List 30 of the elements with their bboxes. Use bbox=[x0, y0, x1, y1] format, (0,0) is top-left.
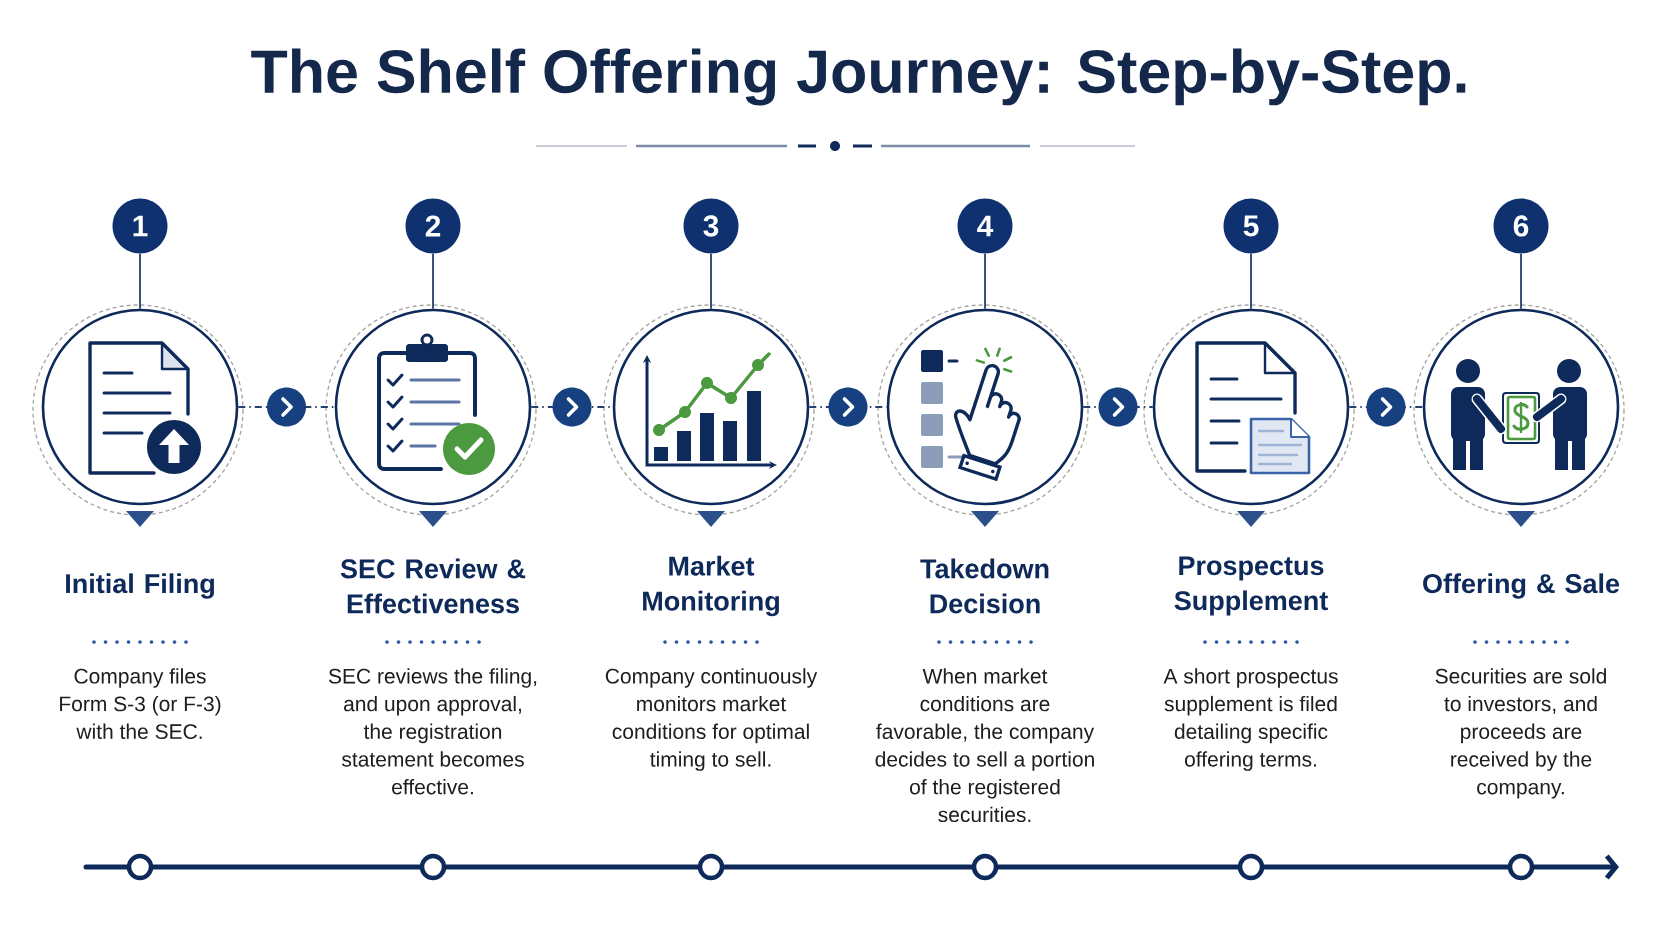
number-badge: 2 bbox=[405, 198, 461, 254]
chevron-arrow bbox=[1349, 387, 1423, 427]
chevron-arrow bbox=[238, 387, 335, 427]
step-description: SEC reviews the filing, and upon approval, the registration statement becomes effective. bbox=[328, 668, 537, 795]
connector-line bbox=[710, 252, 712, 310]
connector-line bbox=[1250, 252, 1252, 310]
number-badge: 5 bbox=[1223, 198, 1279, 254]
number-badge: 3 bbox=[683, 198, 739, 254]
step-description: Securities are sold to investors, and proceeds are received by the company. bbox=[1435, 668, 1606, 799]
connector-line bbox=[1520, 252, 1522, 310]
chevron-arrow bbox=[809, 387, 887, 427]
connector-line bbox=[139, 252, 141, 310]
step-description: When market conditions are favorable, the company decides to sell a portion of the registered securities. bbox=[875, 668, 1095, 823]
step-heading: SEC Review & Effectiveness bbox=[340, 558, 526, 614]
step-description: Company files Form S-3 (or F-3) with the SEC. bbox=[60, 668, 221, 739]
title: The Shelf Offering Journey: Step-by-Step. bbox=[251, 48, 1466, 106]
step-heading: Takedown Decision bbox=[920, 558, 1049, 614]
connector-line bbox=[432, 252, 434, 310]
step-heading: Offering & Sale bbox=[1423, 573, 1620, 599]
step-heading: Initial Filing bbox=[66, 573, 214, 599]
step-heading: Prospectus Supplement bbox=[1174, 556, 1328, 616]
step-description: Company continuously monitors market conditions for optimal timing to sell. bbox=[605, 668, 818, 771]
number-badge: 4 bbox=[957, 198, 1013, 254]
number-badge: 1 bbox=[112, 198, 168, 254]
step-description: A short prospectus supplement is filed detailing specific offering terms. bbox=[1163, 668, 1338, 771]
number-badge: 6 bbox=[1493, 198, 1549, 254]
chevron-arrow bbox=[1083, 387, 1153, 427]
chevron-arrow bbox=[531, 387, 613, 427]
step-heading: Market Monitoring bbox=[643, 555, 779, 617]
connector-line bbox=[984, 252, 986, 310]
